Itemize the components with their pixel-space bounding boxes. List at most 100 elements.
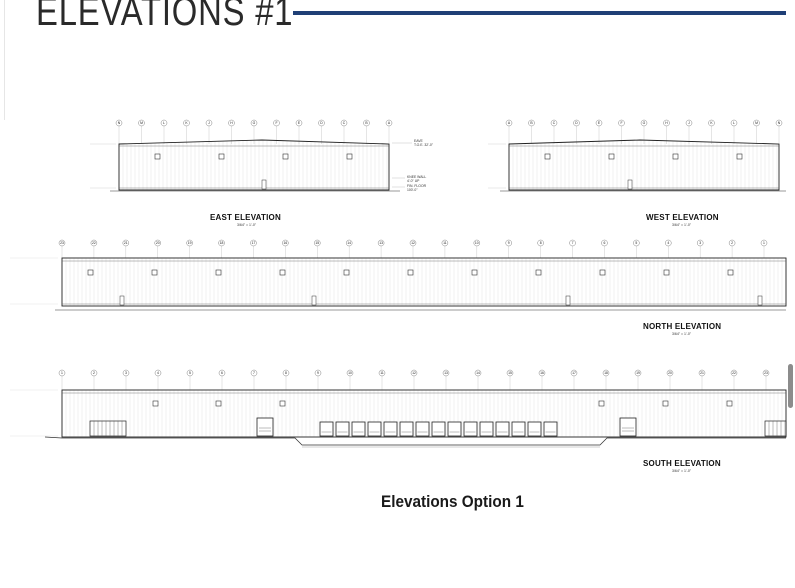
east-elevation-scale: 3/64" = 1'-0" [237, 223, 257, 227]
north-window [407, 269, 414, 276]
south-dock-door [463, 421, 478, 437]
west-elevation-scale: 3/64" = 1'-0" [672, 223, 692, 227]
south-grid-label: 21 [700, 371, 704, 375]
north-grid-label: 20 [156, 241, 160, 245]
west-elevation-label: WEST ELEVATION [646, 213, 719, 222]
south-dock-door [399, 421, 414, 437]
south-drive-in-door [256, 417, 274, 437]
south-elevation-scale: 3/64" = 1'-0" [672, 469, 692, 473]
north-grid-label: 2 [731, 241, 733, 245]
north-grid-label: 9 [508, 241, 510, 245]
south-dock-door [447, 421, 462, 437]
west-window [736, 153, 743, 160]
north-grid-label: 12 [411, 241, 415, 245]
west-window [544, 153, 551, 160]
north-grid-label: 6 [604, 241, 606, 245]
south-storefront [764, 420, 787, 437]
south-grid-label: 12 [412, 371, 416, 375]
south-dock-door [351, 421, 366, 437]
west-grid-label: F [620, 121, 622, 125]
south-elevation-label: SOUTH ELEVATION [643, 459, 721, 468]
west-grid-label: N [778, 121, 781, 125]
south-dock-door [527, 421, 542, 437]
north-grid-label: 4 [667, 241, 669, 245]
north-window [599, 269, 606, 276]
south-grid-label: 3 [125, 371, 127, 375]
west-grid-label: E [598, 121, 601, 125]
south-grid-label: 19 [636, 371, 640, 375]
north-grid-label: 5 [635, 241, 637, 245]
west-grid-label: J [688, 121, 690, 125]
east-grid-label: M [140, 121, 143, 125]
south-dock-door [543, 421, 558, 437]
south-grid-label: 5 [189, 371, 191, 375]
north-man-door [757, 295, 763, 306]
south-grid-label: 13 [444, 371, 448, 375]
south-grid-label: 18 [604, 371, 608, 375]
drawing-caption: Elevations Option 1 [381, 492, 524, 511]
north-elevation-label: NORTH ELEVATION [643, 322, 722, 331]
west-grid-label: B [530, 121, 533, 125]
east-man-door [261, 179, 267, 190]
south-grid-label: 4 [157, 371, 159, 375]
west-grid-label: D [575, 121, 578, 125]
south-storefront [89, 420, 127, 437]
south-dock-door [495, 421, 510, 437]
eave-note: EAVE T.O.E. 32'-0" [414, 139, 433, 147]
south-grid-label: 15 [508, 371, 512, 375]
south-grid-label: 7 [253, 371, 255, 375]
north-man-door [565, 295, 571, 306]
east-grid-label: N [118, 121, 121, 125]
north-building-outline [61, 257, 787, 307]
north-grid-label: 8 [540, 241, 542, 245]
east-building-outline [118, 139, 390, 191]
south-grid-label: 9 [317, 371, 319, 375]
north-grid-label: 7 [572, 241, 574, 245]
south-drive-in-door [619, 417, 637, 437]
east-window [154, 153, 161, 160]
south-window [152, 400, 159, 407]
south-grid-label: 14 [476, 371, 480, 375]
south-window [726, 400, 733, 407]
east-window [218, 153, 225, 160]
south-building-outline [61, 389, 787, 438]
south-grid-label: 23 [764, 371, 768, 375]
east-grid-label: G [253, 121, 256, 125]
north-window [87, 269, 94, 276]
south-grid-label: 2 [93, 371, 95, 375]
south-dock-door [319, 421, 334, 437]
north-window [535, 269, 542, 276]
south-grid-label: 6 [221, 371, 223, 375]
east-grid-label: H [230, 121, 233, 125]
east-grid-label: L [163, 121, 165, 125]
south-dock-door [383, 421, 398, 437]
south-window [598, 400, 605, 407]
north-grid-label: 15 [315, 241, 319, 245]
west-grid-label: L [733, 121, 735, 125]
south-grid-label: 8 [285, 371, 287, 375]
north-grid-label: 19 [188, 241, 192, 245]
north-grid-label: 13 [379, 241, 383, 245]
east-grid-label: C [343, 121, 346, 125]
north-window [279, 269, 286, 276]
west-grid-label: A [508, 121, 511, 125]
page-title: ELEVATIONS #1 [36, 0, 294, 34]
west-grid-label: K [710, 121, 713, 125]
north-window [215, 269, 222, 276]
north-grid-label: 1 [763, 241, 765, 245]
scrollbar-thumb[interactable] [788, 364, 793, 408]
west-window [608, 153, 615, 160]
west-grid-label: M [755, 121, 758, 125]
south-dock-door [479, 421, 494, 437]
north-grid-label: 21 [124, 241, 128, 245]
east-window [346, 153, 353, 160]
south-ground-line [44, 436, 786, 446]
north-window [151, 269, 158, 276]
north-grid-label: 16 [283, 241, 287, 245]
north-grid-label: 11 [443, 241, 447, 245]
south-window [279, 400, 286, 407]
north-grid-label: 3 [699, 241, 701, 245]
title-rule [293, 11, 786, 15]
south-dock-door [415, 421, 430, 437]
